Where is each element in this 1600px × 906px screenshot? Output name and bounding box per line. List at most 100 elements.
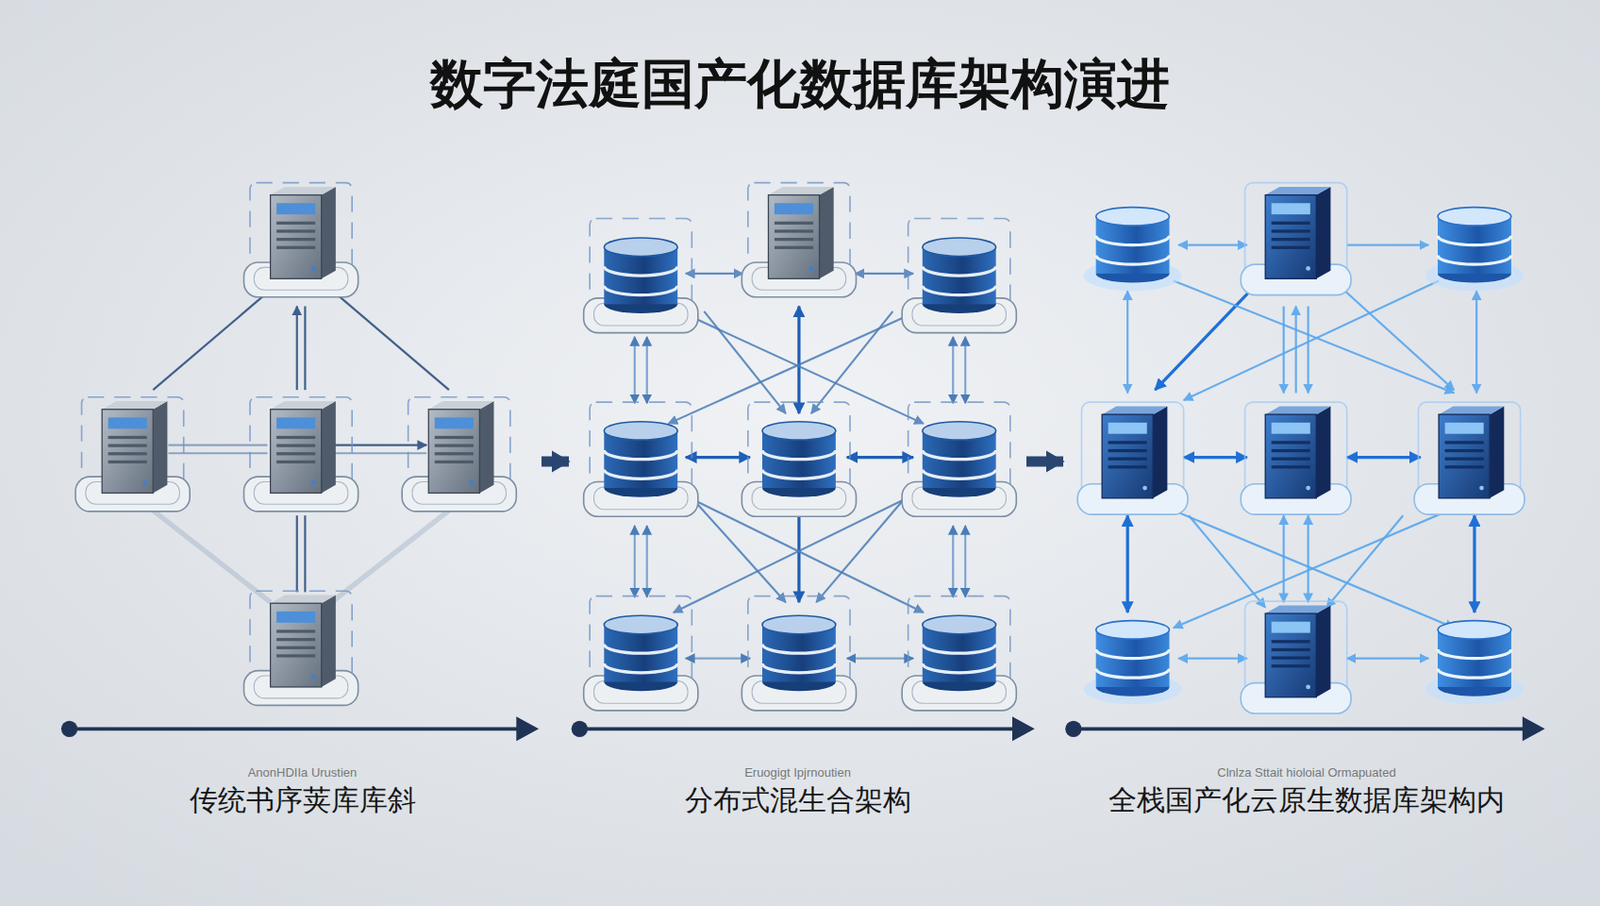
- link-line: [1475, 290, 1478, 393]
- stage-panel: AnonHDIIa Urustien 传统书序荚库库斜: [66, 179, 539, 821]
- timelines: [61, 716, 1546, 741]
- server-pad: [244, 397, 359, 512]
- link-line: [847, 455, 914, 459]
- link-line: [1347, 455, 1421, 459]
- database-pad: [741, 596, 856, 711]
- link-line: [1307, 305, 1310, 393]
- database-icon: [922, 421, 997, 498]
- link-line: [303, 515, 306, 592]
- panel-one-links: [152, 296, 450, 602]
- server-icon: [1265, 186, 1331, 279]
- stage-subtitle: Clnlza Sttait hioloial Ormapuated: [1216, 765, 1396, 781]
- link-line: [633, 336, 636, 403]
- diagram-title: 数字法庭国产化数据库架构演进: [0, 49, 1600, 119]
- stage-caption: 传统书序荚库库斜: [189, 783, 417, 817]
- link-line: [1326, 515, 1403, 607]
- stage-subtitle: Eruogigt Ipjrnoutien: [744, 765, 851, 781]
- link-line: [1295, 305, 1298, 393]
- database-icon: [762, 421, 836, 498]
- link-line: [951, 525, 954, 598]
- panel-three-icons: [1077, 183, 1525, 714]
- server-pad: [401, 397, 517, 512]
- link-line: [685, 657, 750, 660]
- server-icon: [270, 186, 336, 279]
- server-icon: [1265, 604, 1331, 697]
- link-line: [951, 336, 954, 403]
- link-line: [811, 311, 894, 414]
- database-pad: [741, 401, 856, 517]
- link-line: [296, 305, 299, 390]
- stage-arrow: [1026, 456, 1064, 467]
- database-icon: [762, 615, 836, 691]
- database-pad: [583, 217, 699, 333]
- link-line: [1126, 290, 1129, 393]
- database-icon: [1083, 620, 1183, 705]
- server-icon: [767, 186, 834, 279]
- database-icon: [1425, 620, 1524, 705]
- link-line: [1183, 455, 1248, 459]
- server-pad: [1240, 401, 1351, 515]
- server-pad: [75, 397, 190, 512]
- link-line: [847, 657, 914, 660]
- database-pad: [901, 596, 1017, 711]
- server-pad: [1414, 401, 1525, 515]
- stage-panel: Clnlza Sttait hioloial Ormapuated 全栈国产化云原…: [1066, 179, 1548, 821]
- server-pad: [244, 183, 359, 298]
- database-pad: [583, 596, 699, 711]
- stage-caption: 全栈国产化云原生数据库架构内: [1108, 783, 1505, 817]
- stage-panel: Eruogigt Ipjrnoutien 分布式混生合架构: [571, 179, 1024, 821]
- link-line: [334, 444, 427, 447]
- link-line: [1347, 244, 1430, 247]
- link-line: [332, 510, 450, 602]
- link-line: [1173, 280, 1454, 393]
- link-line: [1345, 290, 1455, 390]
- server-pad: [1077, 401, 1188, 515]
- link-line: [685, 272, 744, 275]
- panel-three-links: [1127, 245, 1477, 659]
- timeline-head: [516, 716, 539, 741]
- database-pad: [901, 217, 1017, 333]
- link-line: [964, 525, 967, 598]
- link-line: [703, 311, 786, 414]
- link-line: [1472, 515, 1476, 613]
- link-line: [964, 336, 967, 403]
- database-pad: [583, 401, 699, 517]
- link-line: [152, 510, 270, 602]
- stage-subtitle: AnonHDIIa Urustien: [248, 765, 358, 781]
- link-line: [797, 504, 800, 602]
- link-line: [303, 305, 306, 390]
- timeline-line: [1073, 726, 1529, 731]
- server-icon: [1265, 405, 1331, 498]
- link-line: [1307, 515, 1310, 602]
- server-icon: [270, 400, 336, 493]
- timeline-line: [579, 726, 1018, 731]
- stage-caption: 分布式混生合架构: [684, 783, 912, 817]
- server-icon: [1101, 405, 1167, 498]
- database-icon: [1083, 207, 1183, 292]
- database-icon: [1425, 207, 1524, 292]
- server-pad: [1240, 600, 1351, 714]
- database-icon: [922, 237, 997, 314]
- server-pad: [1240, 183, 1351, 296]
- timeline-head: [1012, 716, 1035, 741]
- server-icon: [428, 400, 494, 493]
- link-line: [1178, 657, 1247, 660]
- link-line: [296, 515, 299, 592]
- link-line: [685, 455, 750, 459]
- panel-two-icons: [583, 183, 1017, 711]
- server-icon: [101, 400, 167, 493]
- server-icon: [1438, 405, 1504, 498]
- database-icon: [603, 237, 678, 314]
- server-pad: [741, 183, 856, 298]
- link-line: [1283, 515, 1285, 602]
- link-line: [1178, 244, 1247, 247]
- link-line: [797, 305, 800, 414]
- link-line: [334, 451, 427, 454]
- panel-one-icons: [75, 183, 517, 706]
- link-line: [1347, 657, 1430, 660]
- link-line: [646, 336, 649, 403]
- server-icon: [270, 595, 336, 687]
